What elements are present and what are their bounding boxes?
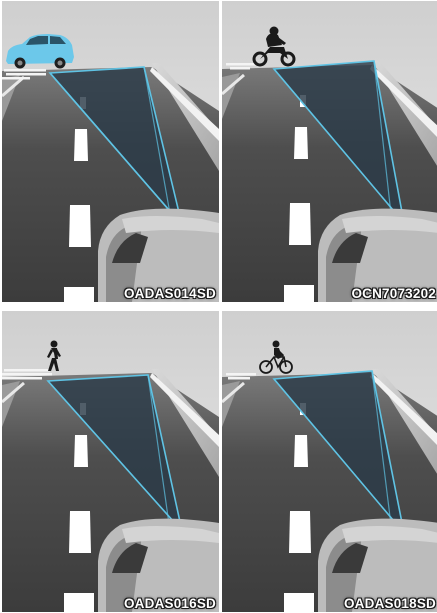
scene-illustration (2, 1, 219, 302)
figure-code: OADAS014SD (124, 286, 216, 301)
panel-motorcycle: OCN7073202 (222, 1, 437, 302)
panel-bicycle: OADAS018SD (222, 311, 437, 612)
scene-illustration (222, 311, 437, 612)
figure-code: OCN7073202 (351, 286, 436, 301)
scene-illustration (222, 1, 437, 302)
figure-code: OADAS016SD (124, 596, 216, 611)
scene-illustration (2, 311, 219, 612)
figure-code: OADAS018SD (344, 596, 436, 611)
panel-car: OADAS014SD (2, 1, 219, 302)
panel-pedestrian: OADAS016SD (2, 311, 219, 612)
